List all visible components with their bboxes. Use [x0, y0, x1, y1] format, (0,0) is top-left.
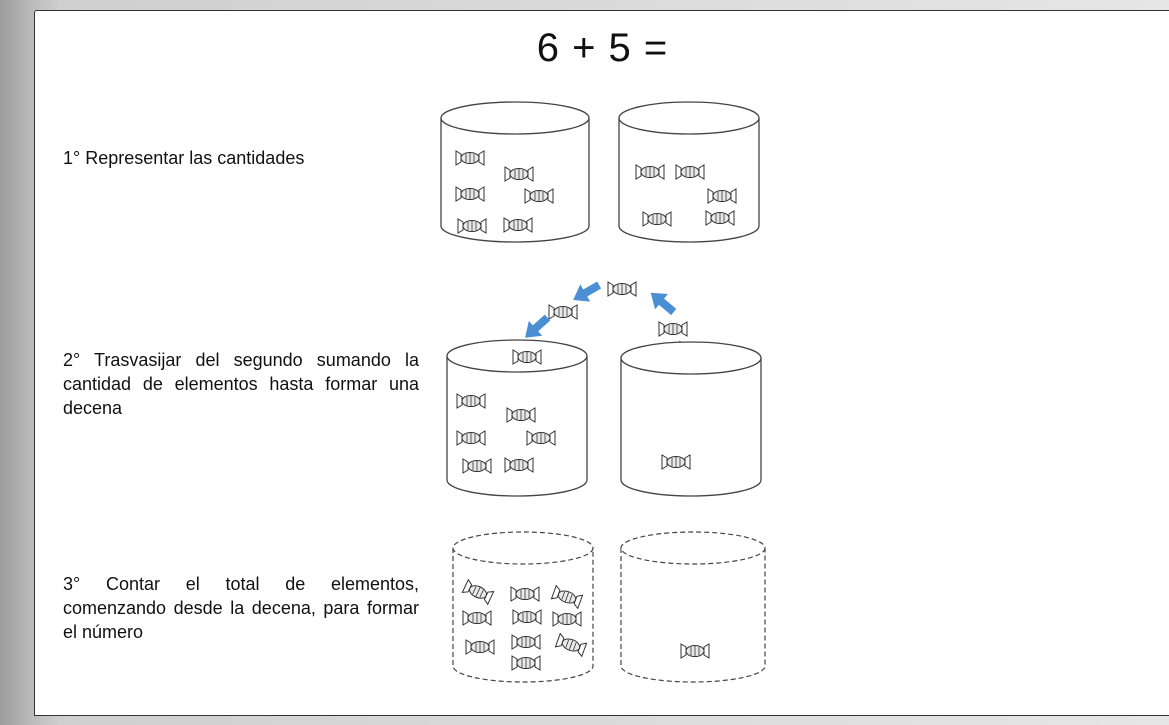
stage-3-left-container: [452, 531, 594, 683]
candy-icon: [607, 281, 637, 297]
candy-icon: [462, 458, 492, 474]
candy-icon: [457, 218, 487, 234]
candy-icon: [455, 150, 485, 166]
candy-icon: [707, 188, 737, 204]
step-2-text: 2° Trasvasijar del segundo sumando la ca…: [63, 350, 419, 418]
stage-1-right-candies: [635, 164, 737, 227]
candy-icon: [675, 164, 705, 180]
step-1-text: 1° Representar las cantidades: [63, 148, 305, 168]
candy-icon: [552, 611, 582, 627]
candy-icon: [510, 586, 540, 602]
stage-1-left-candies: [455, 150, 554, 234]
stage-3-left-candies: [461, 579, 588, 671]
candy-icon: [705, 210, 735, 226]
candy-icon: [635, 164, 665, 180]
stage-2-right-container: [620, 341, 762, 497]
candy-icon: [462, 610, 492, 626]
candy-icon: [504, 166, 534, 182]
stage-3-right-candies: [680, 643, 710, 659]
candy-icon: [511, 634, 541, 650]
worksheet-sheet: [34, 10, 1169, 716]
stage-3-right-container: [620, 531, 766, 683]
candy-icon: [550, 585, 584, 609]
arrow-icon: [644, 285, 681, 320]
candy-icon: [548, 304, 578, 320]
step-3-text: 3° Contar el total de elementos, comenza…: [63, 574, 419, 642]
candy-icon: [680, 643, 710, 659]
candy-icon: [504, 457, 534, 473]
candy-icon: [658, 321, 688, 337]
candy-icon: [465, 639, 495, 655]
candy-icon: [524, 188, 554, 204]
candy-icon: [512, 609, 542, 625]
stage-1-left-container: [440, 101, 590, 243]
candy-icon: [554, 633, 588, 657]
candy-icon: [506, 407, 536, 423]
candy-icon: [461, 579, 495, 605]
candy-icon: [661, 454, 691, 470]
arrow-icon: [568, 276, 605, 309]
candy-icon: [526, 430, 556, 446]
candy-icon: [456, 430, 486, 446]
candy-icon: [642, 211, 672, 227]
stage-2-right-candies: [661, 454, 691, 470]
candy-icon: [511, 655, 541, 671]
candy-icon: [456, 393, 486, 409]
equation-title: 6 + 5 =: [536, 26, 669, 70]
candy-icon: [455, 186, 485, 202]
candy-icon: [512, 349, 542, 365]
stage-1-right-container: [618, 101, 760, 243]
candy-icon: [503, 217, 533, 233]
